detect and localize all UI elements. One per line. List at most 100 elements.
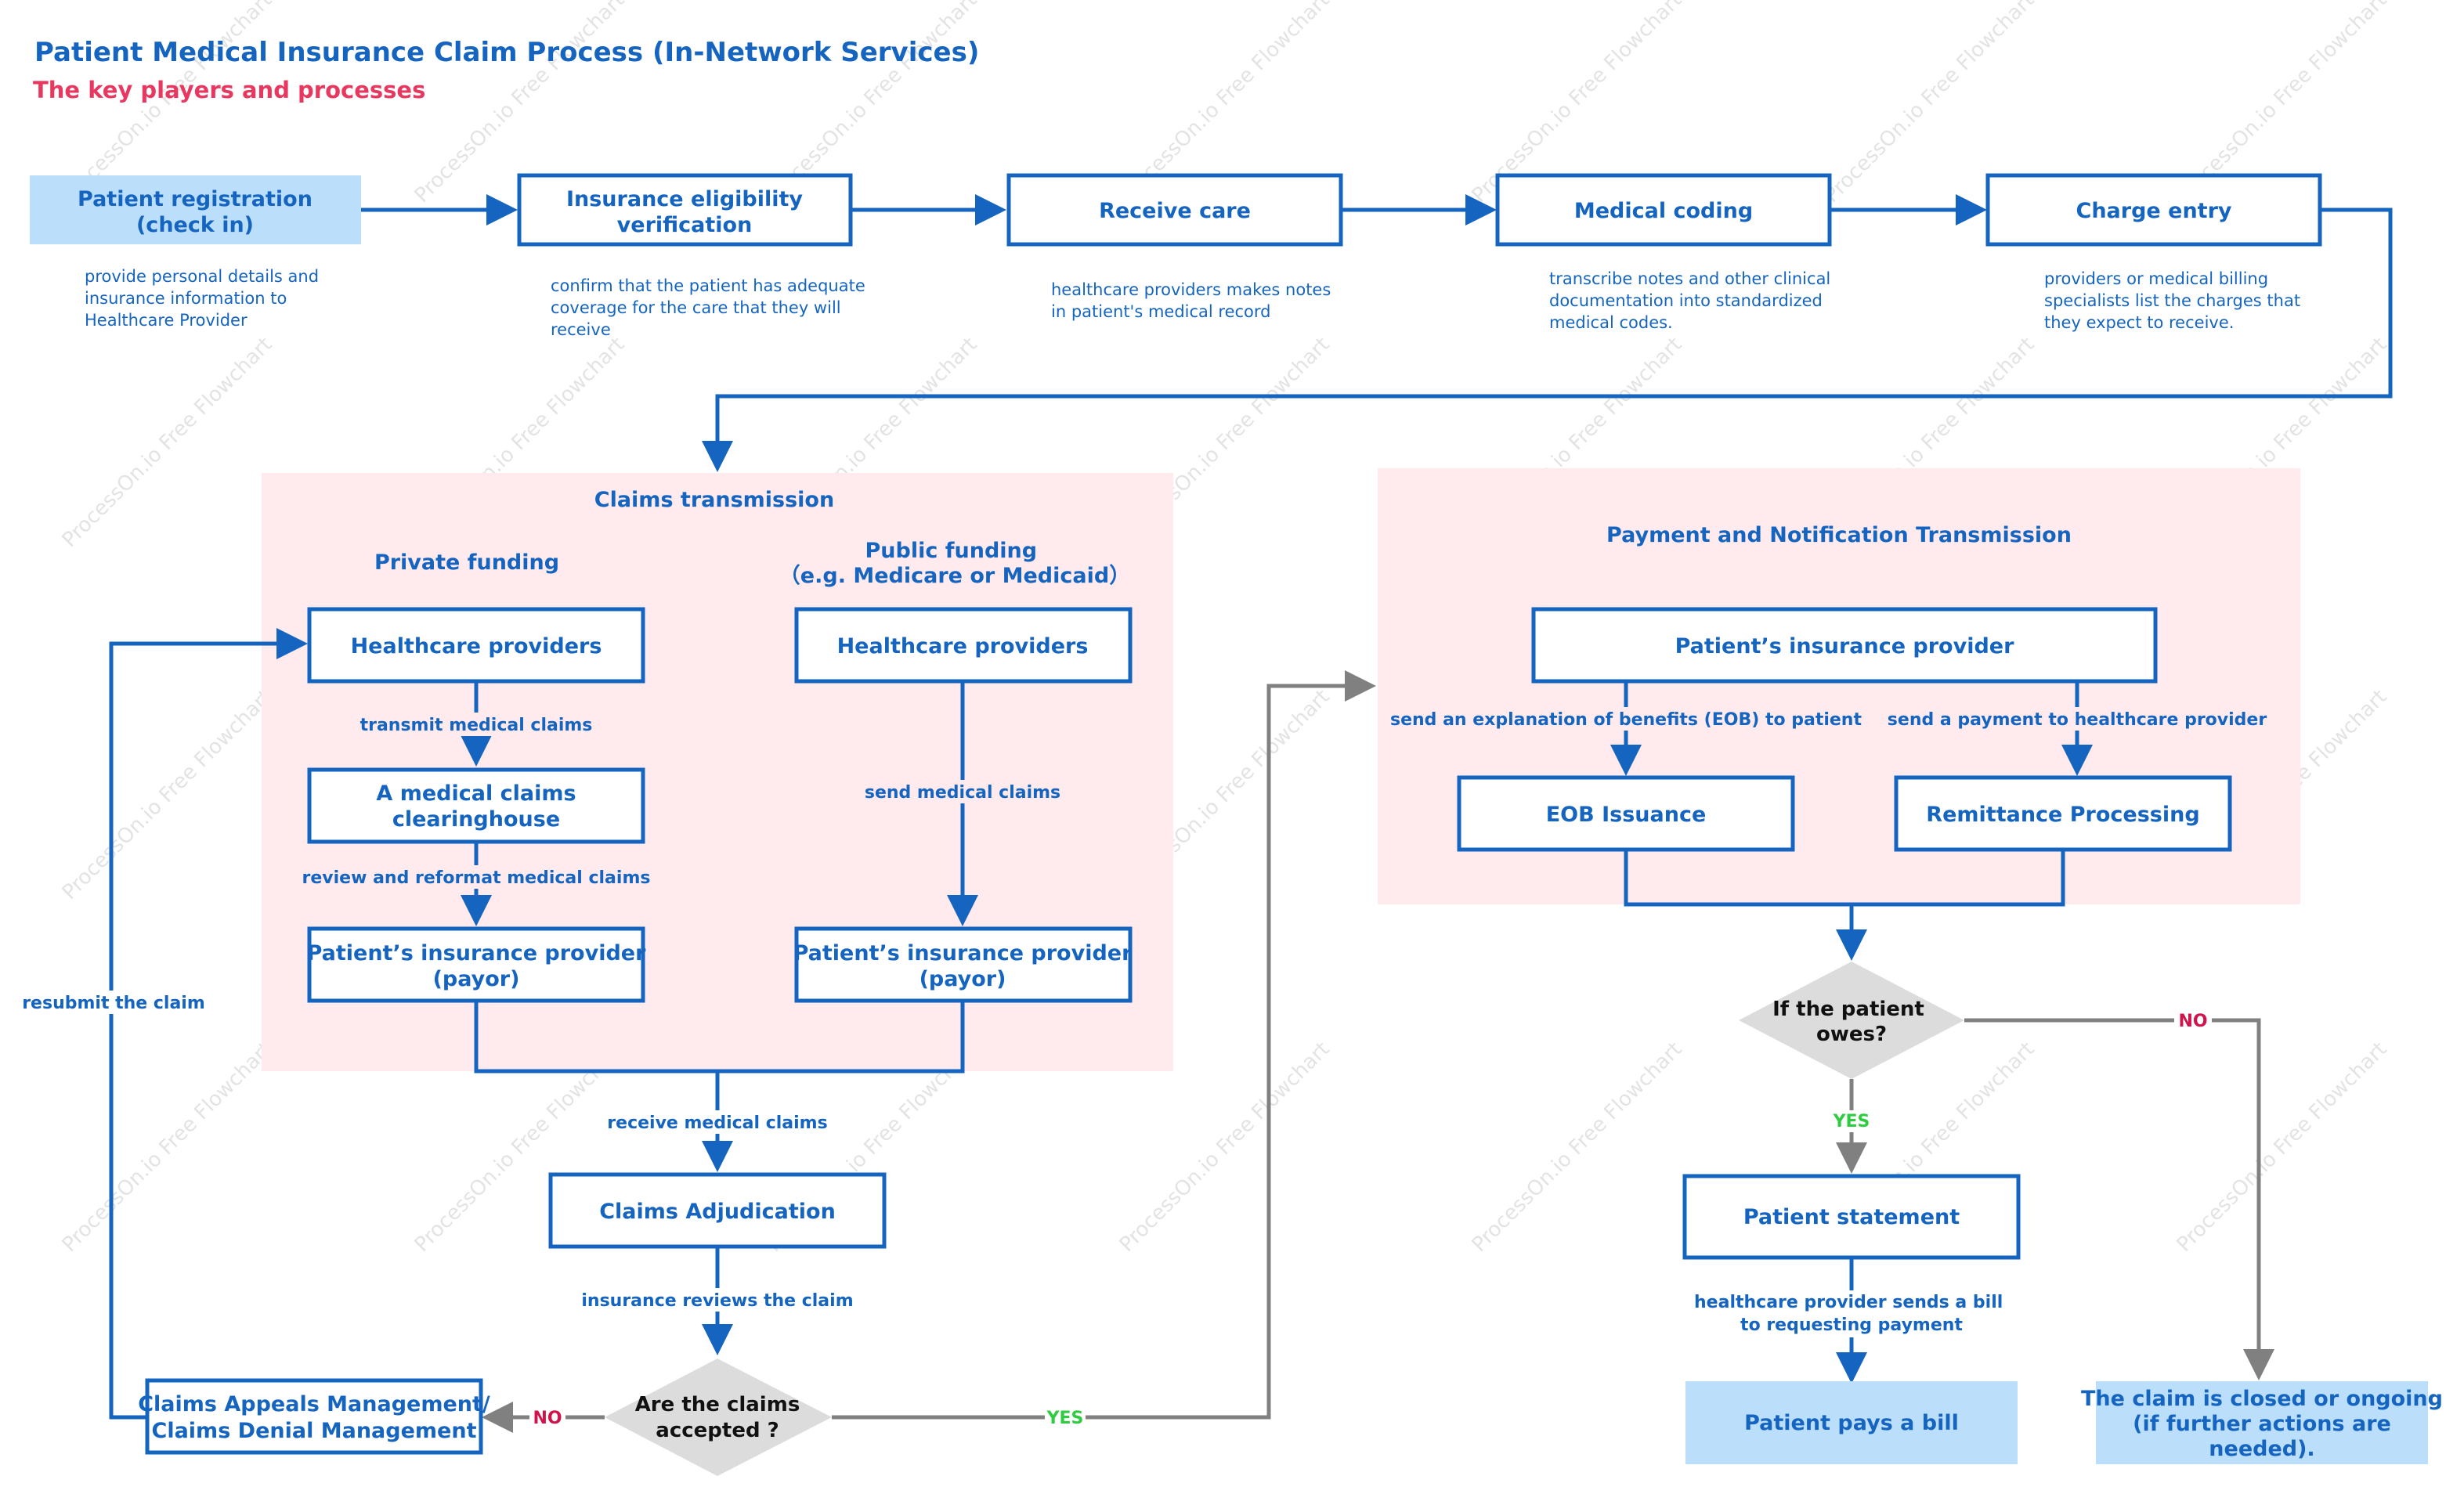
node-label: Patient’s insurance provider bbox=[1675, 634, 2015, 659]
svg-text:(payor): (payor) bbox=[919, 967, 1006, 991]
node-clearinghouse bbox=[307, 767, 645, 844]
svg-text:Patient pays a bill: Patient pays a bill bbox=[1744, 1411, 1959, 1435]
node-label: (payor) bbox=[433, 967, 520, 991]
node-public-payor bbox=[794, 926, 1133, 1003]
node-private-payor bbox=[307, 926, 645, 1003]
svg-text:(payor): (payor) bbox=[433, 967, 520, 991]
node-insurance-eligibility bbox=[517, 173, 853, 247]
node-claim-closed bbox=[2096, 1381, 2428, 1464]
node-medical-coding bbox=[1495, 173, 1832, 247]
node-receive-care bbox=[1006, 173, 1343, 247]
svg-text:EOB Issuance: EOB Issuance bbox=[1546, 803, 1707, 827]
node-label: (if further actions are bbox=[2133, 1412, 2391, 1436]
node-patient-statement bbox=[1682, 1174, 2021, 1260]
svg-text:accepted ?: accepted ? bbox=[656, 1419, 779, 1442]
desc-receive-care: healthcare providers makes notes in pati… bbox=[1051, 280, 1336, 321]
edge-charge-to-claims bbox=[702, 207, 2393, 472]
diagram-subtitle: The key players and processes bbox=[33, 77, 425, 103]
node-label: Receive care bbox=[1099, 199, 1251, 223]
label-send-payment: send a payment to healthcare provider bbox=[1888, 710, 2267, 730]
desc-charge-entry: providers or medical billing specialists… bbox=[2044, 269, 2306, 332]
node-label: Medical coding bbox=[1574, 199, 1753, 223]
watermark-text: ProcessOn.io Free Flowchart bbox=[58, 333, 277, 552]
label-no-claims: NO bbox=[533, 1409, 562, 1428]
node-label: EOB Issuance bbox=[1546, 803, 1707, 827]
label-resubmit-claim: resubmit the claim bbox=[22, 994, 205, 1013]
node-label: Patient’s insurance provider bbox=[307, 941, 647, 965]
private-funding-title: Private funding bbox=[374, 550, 559, 575]
node-label: verification bbox=[617, 213, 753, 237]
svg-text:Healthcare providers: Healthcare providers bbox=[837, 634, 1089, 659]
svg-text:The claim is closed or ongoing: The claim is closed or ongoing bbox=[2081, 1387, 2443, 1411]
label-provider-sends-bill: healthcare provider sends a bill to requ… bbox=[1694, 1293, 2009, 1335]
svg-text:(check in): (check in) bbox=[136, 213, 254, 237]
watermark-text: ProcessOn.io Free Flowchart bbox=[58, 685, 277, 904]
node-patient-pays-bill bbox=[1685, 1381, 2018, 1464]
desc-insurance-eligibility: confirm that the patient has adequate co… bbox=[551, 276, 870, 339]
svg-text:Insurance eligibility: Insurance eligibility bbox=[566, 187, 803, 211]
node-label: Patient statement bbox=[1743, 1205, 1960, 1229]
svg-text:Medical coding: Medical coding bbox=[1574, 199, 1753, 223]
svg-text:Claims Appeals Management/: Claims Appeals Management/ bbox=[138, 1392, 490, 1416]
label-send-medical-claims: send medical claims bbox=[865, 783, 1060, 803]
decision-label: accepted ? bbox=[656, 1419, 779, 1442]
node-label: Remittance Processing bbox=[1926, 803, 2199, 827]
watermark-text: ProcessOn.io Free Flowchart bbox=[58, 1037, 277, 1257]
claims-transmission-title: Claims transmission bbox=[594, 488, 834, 512]
node-label: Healthcare providers bbox=[351, 634, 602, 659]
svg-text:Claims Denial Management: Claims Denial Management bbox=[152, 1419, 477, 1443]
label-send-eob: send an explanation of benefits (EOB) to… bbox=[1390, 710, 1862, 730]
node-eob-issuance bbox=[1457, 775, 1795, 852]
public-funding-title: Public funding （e.g. Medicare or Medicai… bbox=[779, 539, 1130, 588]
node-label: Claims Adjudication bbox=[599, 1200, 836, 1224]
node-claims-appeals bbox=[145, 1378, 483, 1455]
svg-text:Patient’s insurance provider: Patient’s insurance provider bbox=[307, 941, 647, 965]
svg-text:Remittance Processing: Remittance Processing bbox=[1926, 803, 2199, 827]
node-label: needed). bbox=[2209, 1437, 2314, 1461]
node-claims-adjudication bbox=[548, 1172, 887, 1249]
edge-eob-remittance-merge bbox=[1624, 850, 2065, 907]
label-receive-medical-claims: receive medical claims bbox=[607, 1113, 827, 1133]
node-patients-insurance-provider bbox=[1531, 607, 2158, 684]
svg-text:A medical claims: A medical claims bbox=[376, 781, 576, 806]
node-label: Patient registration bbox=[78, 187, 313, 211]
svg-text:needed).: needed). bbox=[2209, 1437, 2314, 1461]
node-patient-registration bbox=[30, 175, 361, 244]
desc-patient-registration: provide personal details and insurance i… bbox=[85, 267, 324, 330]
svg-text:verification: verification bbox=[617, 213, 753, 237]
label-review-reformat-claims: review and reformat medical claims bbox=[302, 868, 651, 888]
node-public-healthcare-providers bbox=[794, 607, 1133, 684]
node-label: Claims Denial Management bbox=[152, 1419, 477, 1443]
svg-text:owes?: owes? bbox=[1816, 1023, 1887, 1046]
svg-text:Claims Adjudication: Claims Adjudication bbox=[599, 1200, 836, 1224]
decision-label: If the patient bbox=[1772, 998, 1924, 1021]
watermark-text: ProcessOn.io Free Flowchart bbox=[2173, 1037, 2392, 1257]
node-label: (payor) bbox=[919, 967, 1006, 991]
diagram-title: Patient Medical Insurance Claim Process … bbox=[34, 37, 979, 68]
edge-resubmit-to-provider bbox=[109, 628, 308, 1420]
node-label: Insurance eligibility bbox=[566, 187, 803, 211]
decision-label: Are the claims bbox=[635, 1393, 800, 1416]
node-remittance-processing bbox=[1894, 775, 2232, 852]
desc-medical-coding: transcribe notes and other clinical docu… bbox=[1549, 269, 1836, 332]
label-insurance-reviews: insurance reviews the claim bbox=[581, 1291, 853, 1311]
decision-patient-owes bbox=[1739, 962, 1964, 1079]
label-no-owes: NO bbox=[2178, 1012, 2207, 1031]
label-yes-claims: YES bbox=[1046, 1409, 1084, 1428]
node-label: The claim is closed or ongoing bbox=[2081, 1387, 2443, 1411]
svg-text:Patient’s insurance provider: Patient’s insurance provider bbox=[793, 941, 1133, 965]
svg-text:Are the claims: Are the claims bbox=[635, 1393, 800, 1416]
node-label: clearinghouse bbox=[392, 807, 560, 832]
node-label: Healthcare providers bbox=[837, 634, 1089, 659]
edge-owes-no-to-closed bbox=[1964, 1018, 2274, 1380]
watermark-text: ProcessOn.io Free Flowchart bbox=[1468, 1037, 1687, 1257]
svg-text:Patient’s insurance provider: Patient’s insurance provider bbox=[1675, 634, 2015, 659]
node-label: A medical claims bbox=[376, 781, 576, 806]
decision-claims-accepted bbox=[605, 1359, 832, 1476]
svg-text:Healthcare providers: Healthcare providers bbox=[351, 634, 602, 659]
svg-text:Charge entry: Charge entry bbox=[2076, 199, 2232, 223]
node-label: Patient pays a bill bbox=[1744, 1411, 1959, 1435]
svg-text:Patient registration: Patient registration bbox=[78, 187, 313, 211]
node-label: Claims Appeals Management/ bbox=[138, 1392, 490, 1416]
